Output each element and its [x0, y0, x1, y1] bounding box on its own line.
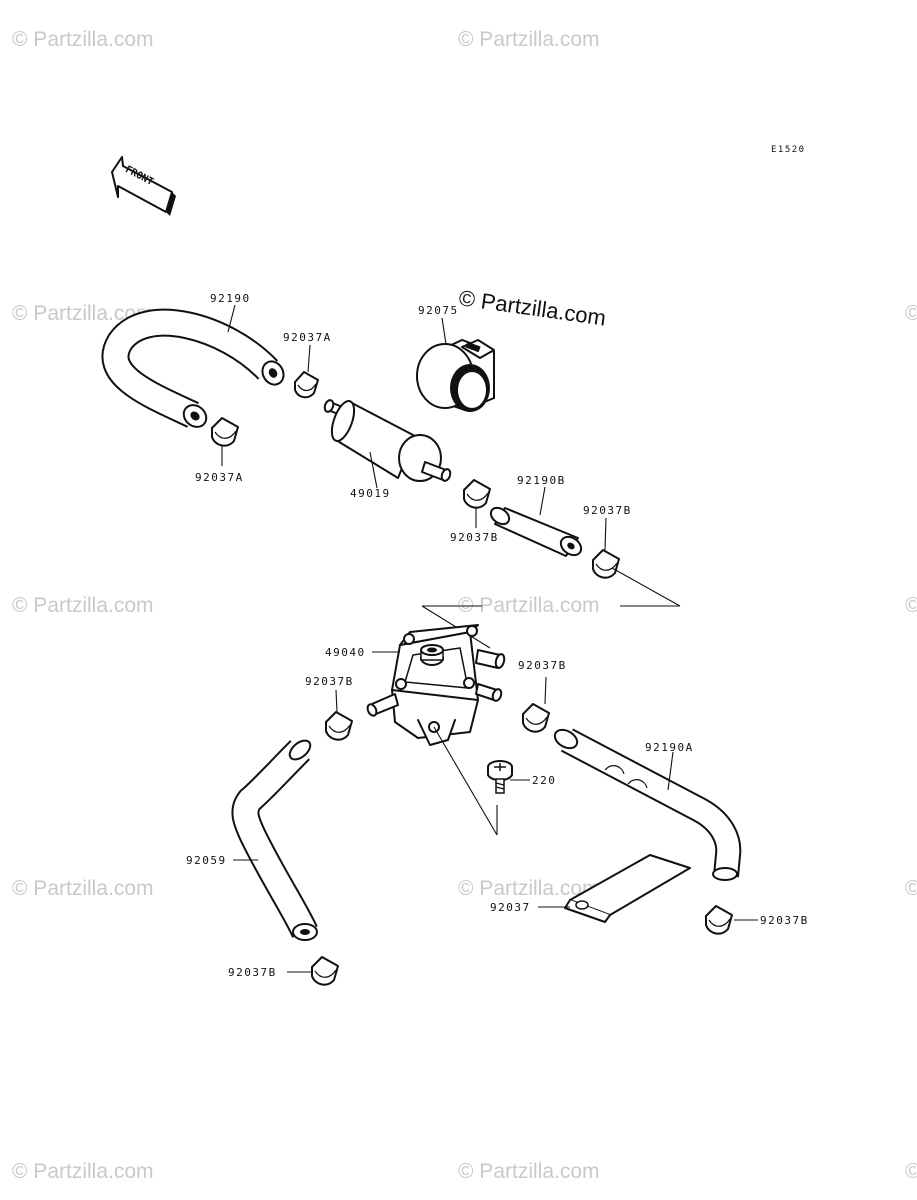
clamp-92037b-bottom: [311, 956, 339, 986]
hose-92190: [101, 308, 285, 428]
watermark: © Partzilla.com: [458, 594, 600, 617]
label-92190b: 92190B: [517, 474, 566, 487]
label-49019: 49019: [350, 487, 391, 500]
watermark: © Partzilla.com: [12, 28, 154, 51]
watermark: © Partzilla.com: [12, 302, 154, 325]
watermark: © Partzilla.com: [905, 1160, 917, 1183]
label-92037: 92037: [490, 901, 531, 914]
watermark: © Partzilla.com: [905, 877, 917, 900]
fuel-filter-49019: [323, 399, 452, 482]
clamp-92037a-left: [211, 417, 239, 447]
label-92037b-hose-end: 92037B: [583, 504, 632, 517]
watermark: © Partzilla.com: [905, 594, 917, 617]
label-49040: 49040: [325, 646, 366, 659]
label-92190: 92190: [210, 292, 251, 305]
label-92190a: 92190A: [645, 741, 694, 754]
label-92075: 92075: [418, 304, 459, 317]
front-arrow-icon: FRONT: [111, 156, 176, 216]
label-92037a-left: 92037A: [195, 471, 244, 484]
label-92037b-pump-left: 92037B: [305, 675, 354, 688]
watermark: © Partzilla.com: [12, 594, 154, 617]
label-92037b-far-right: 92037B: [760, 914, 809, 927]
label-92037b-filter-out: 92037B: [450, 531, 499, 544]
label-92037b-pump-right: 92037B: [518, 659, 567, 672]
diagram-code: E1520: [771, 145, 806, 155]
bolt-220: [487, 760, 513, 794]
watermark: © Partzilla.com: [12, 877, 154, 900]
watermark: © Partzilla.com: [905, 302, 917, 325]
hose-92190a: [553, 728, 742, 881]
clamp-92037b-filter-out: [463, 479, 491, 509]
watermark: © Partzilla.com: [458, 877, 600, 900]
label-92037a-top: 92037A: [283, 331, 332, 344]
filter-holder-92075: [416, 338, 495, 412]
label-220: 220: [532, 774, 556, 787]
clamp-92037b-far-right: [705, 905, 733, 935]
fuel-pump-49040: [366, 624, 506, 746]
watermark: © Partzilla.com: [458, 1160, 600, 1183]
clamp-92037a-top: [294, 371, 319, 399]
hose-92190b: [489, 506, 583, 557]
hose-92059: [231, 739, 318, 941]
watermark: © Partzilla.com: [458, 28, 600, 51]
clamp-92037b-hose-end: [592, 549, 620, 579]
watermark: © Partzilla.com: [12, 1160, 154, 1183]
clamp-92037b-pump-right: [522, 703, 550, 733]
clamp-92037b-pump-left: [325, 711, 353, 741]
label-92037b-bottom: 92037B: [228, 966, 277, 979]
watermark-center: © Partzilla.com: [457, 285, 607, 330]
bracket-92037: [564, 854, 691, 923]
label-92059: 92059: [186, 854, 227, 867]
